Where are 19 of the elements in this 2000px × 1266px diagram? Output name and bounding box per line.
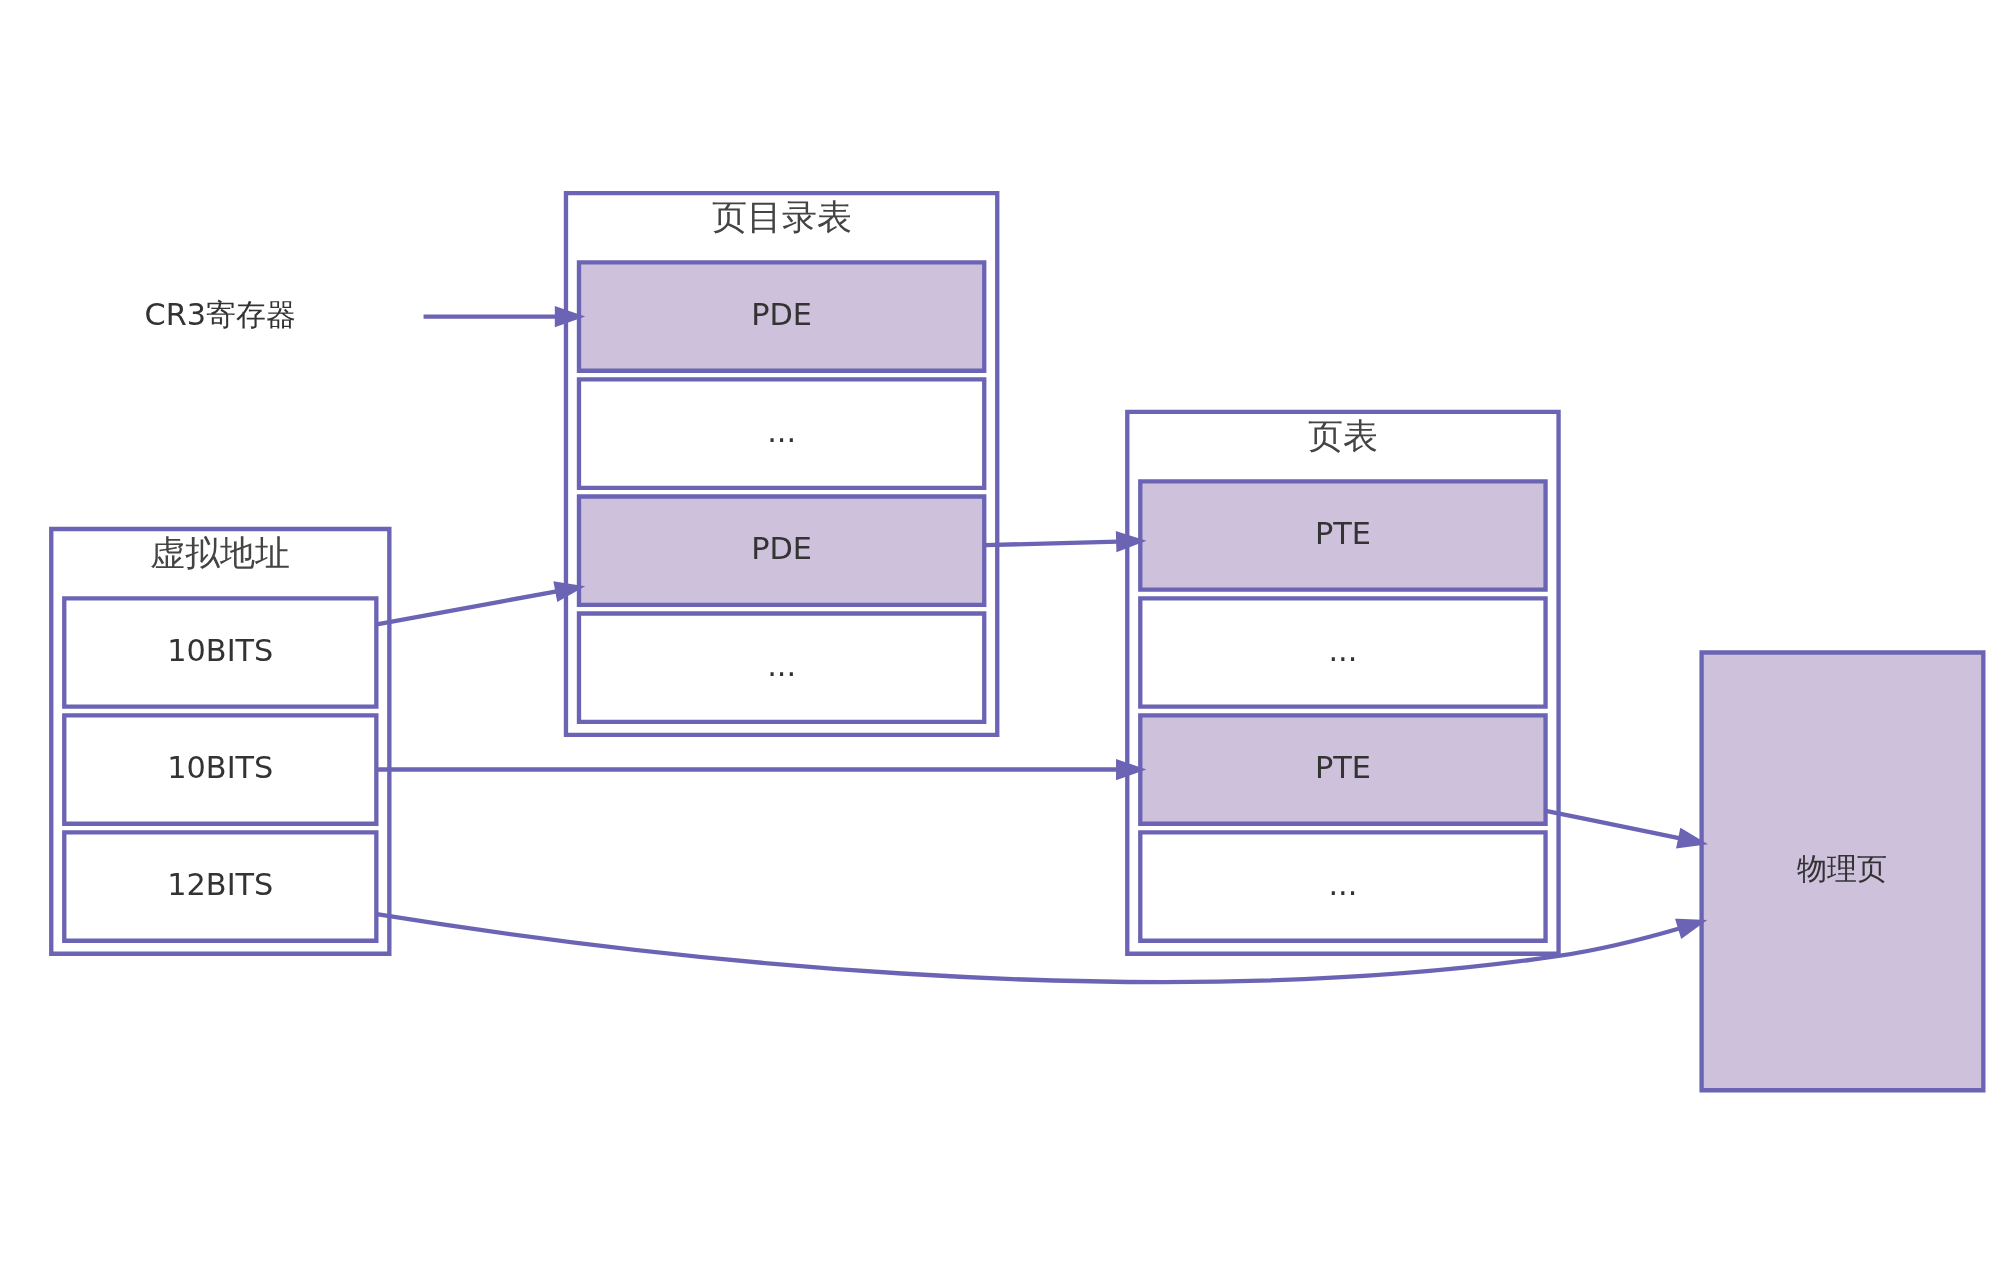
node-box: PTE xyxy=(1137,479,1548,592)
arrow xyxy=(376,581,585,627)
arrow xyxy=(376,758,1146,781)
node-box: 10BITS xyxy=(61,596,378,709)
arrow xyxy=(375,912,1707,984)
node-box: ... xyxy=(1137,830,1548,943)
arrow xyxy=(423,305,585,328)
node-text: CR3寄存器 xyxy=(144,296,296,332)
node-box: 物理页 xyxy=(1698,650,1985,1093)
node-box: 12BITS xyxy=(61,830,378,943)
node-box: ... xyxy=(576,377,986,490)
arrow xyxy=(984,530,1146,553)
node-box: ... xyxy=(576,611,986,725)
node-box: 10BITS xyxy=(61,713,378,826)
node-box: PDE xyxy=(576,494,986,607)
node-box: PTE xyxy=(1137,713,1548,826)
arrow xyxy=(1544,808,1708,849)
node-box: PDE xyxy=(576,260,986,373)
node-box: ... xyxy=(1137,596,1548,709)
